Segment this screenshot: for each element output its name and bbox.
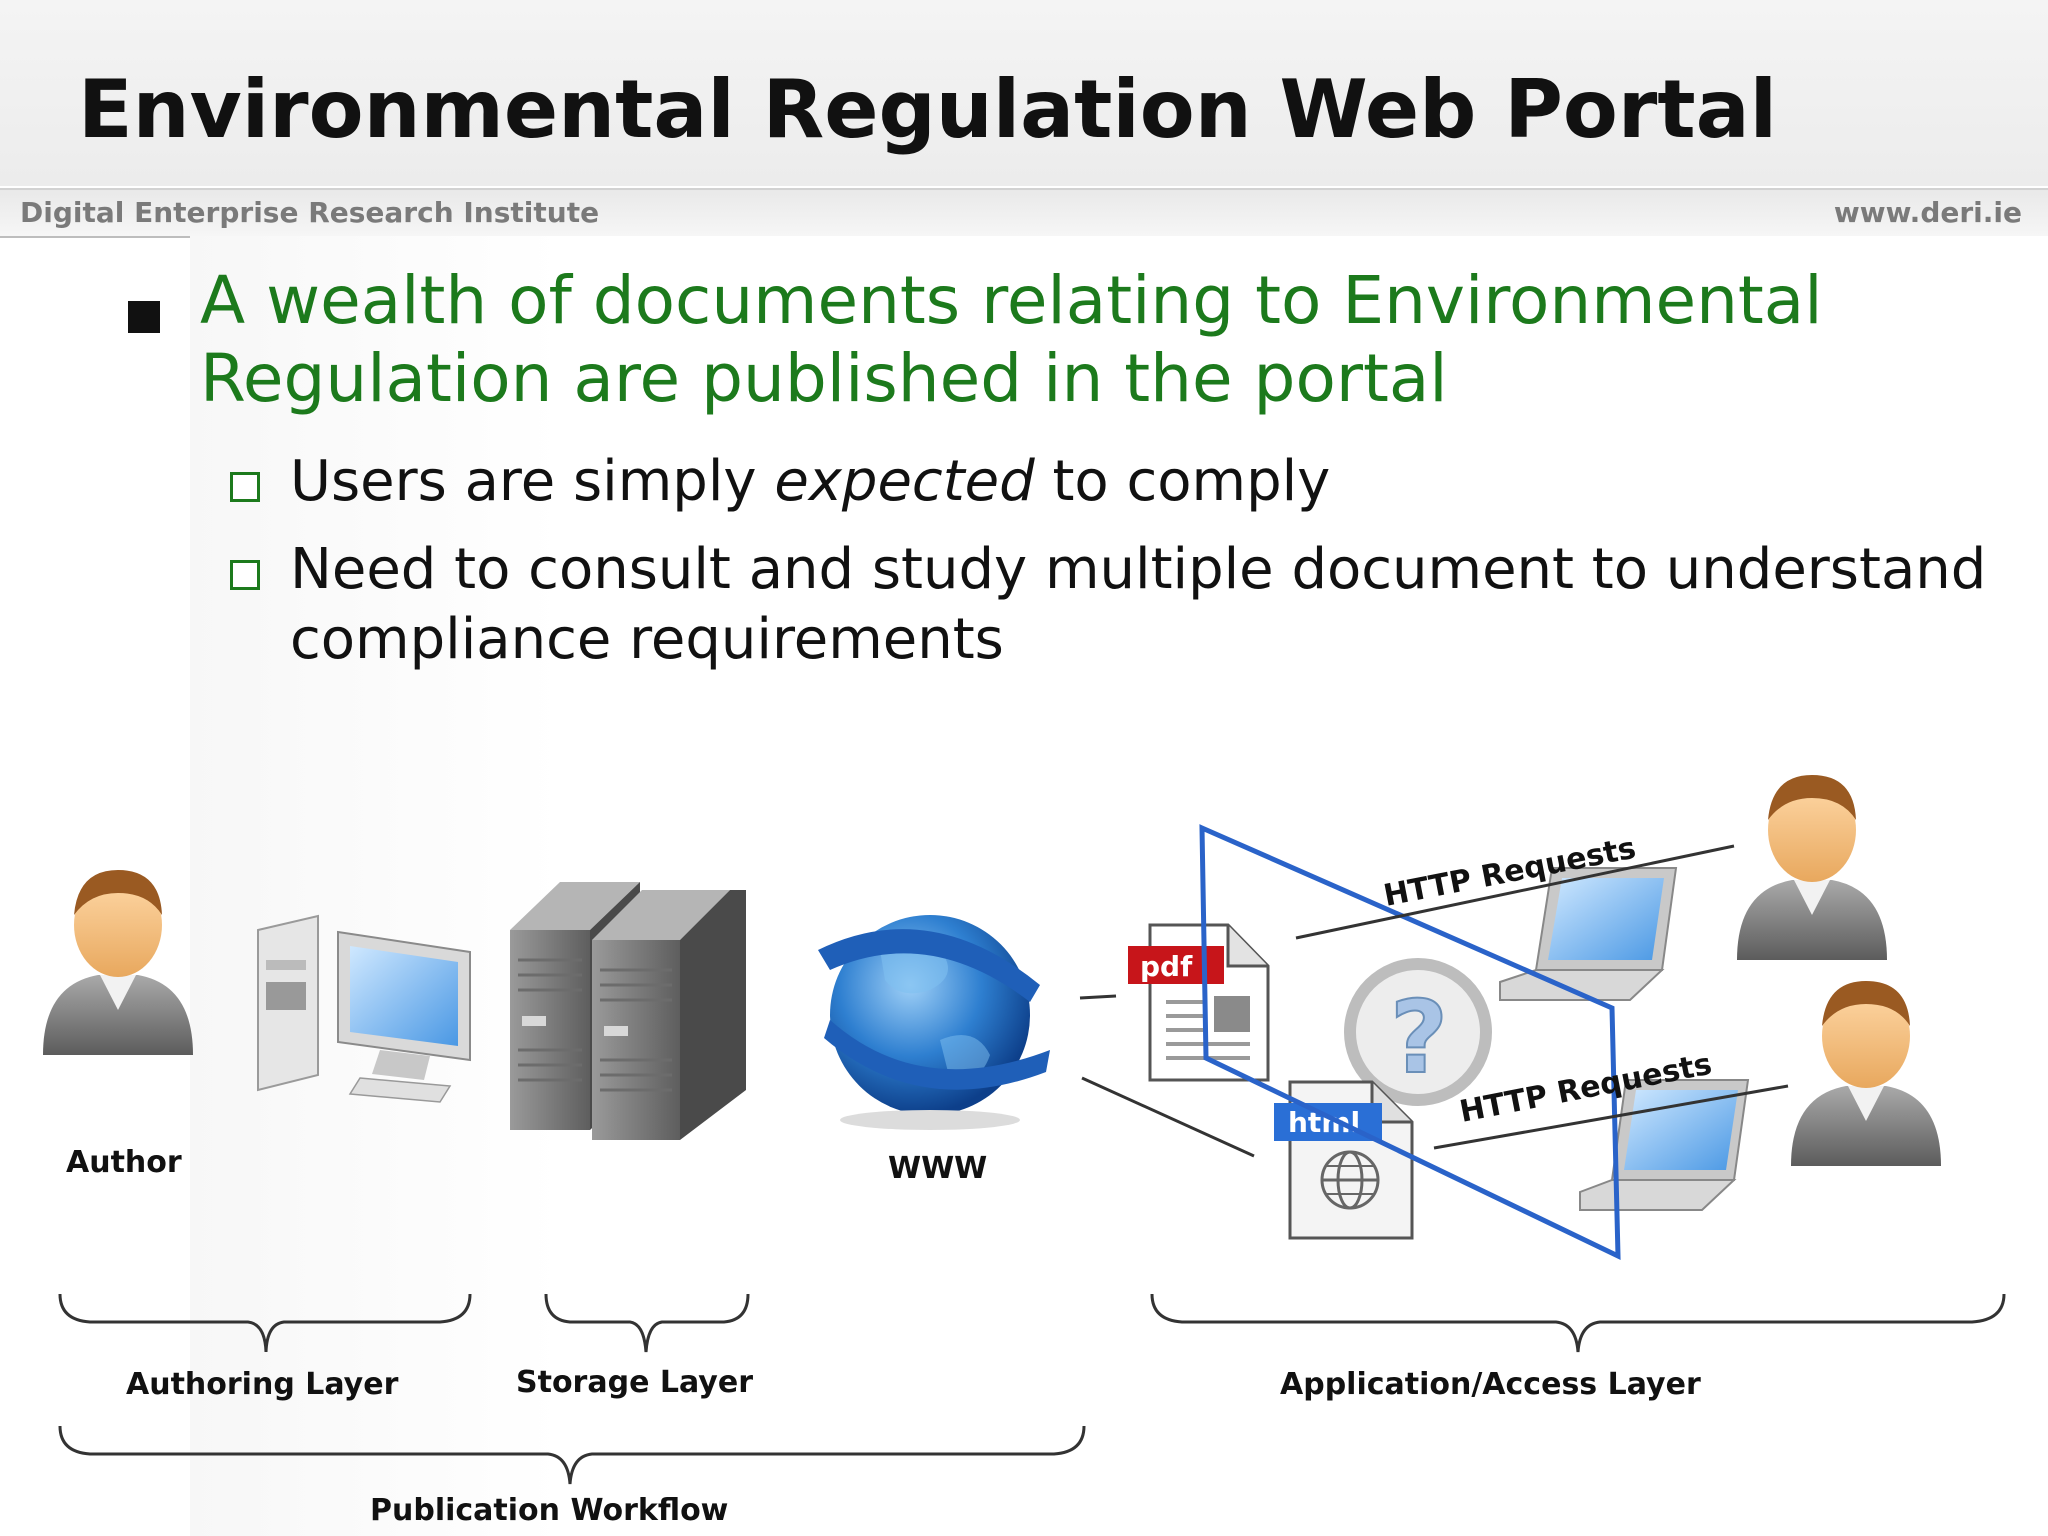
authoring-layer-label: Authoring Layer <box>126 1367 399 1402</box>
layer-brackets <box>58 1293 2006 1485</box>
storage-layer-label: Storage Layer <box>516 1365 753 1400</box>
main-bullet-line2: Regulation are published in the portal <box>200 340 1448 417</box>
hollow-square-bullet-icon <box>230 472 260 502</box>
main-bullet-text: A wealth of documents relating to Enviro… <box>200 262 1960 418</box>
question-mark-icon: ? <box>1344 958 1492 1106</box>
html-document-icon: html <box>1274 1080 1414 1240</box>
hollow-square-bullet-icon <box>230 560 260 590</box>
globe-www-icon <box>818 915 1050 1130</box>
subbullet-2: Need to consult and study multiple docum… <box>290 535 1986 675</box>
pdf-tag: pdf <box>1140 950 1193 983</box>
publication-workflow-label: Publication Workflow <box>370 1493 728 1528</box>
portal-plane <box>1199 824 1621 1261</box>
bullet-square-icon <box>128 301 160 333</box>
http-request-lines <box>1295 844 1789 1150</box>
website-url: www.deri.ie <box>1833 196 2022 229</box>
institute-name: Digital Enterprise Research Institute <box>20 196 600 229</box>
content-background <box>190 236 2048 1536</box>
user-person-icon-bottom <box>1791 981 1941 1166</box>
subbullet-1-after: to comply <box>1034 449 1331 514</box>
pdf-document-icon: pdf <box>1128 923 1270 1082</box>
subbullet-2-line1: Need to consult and study multiple docum… <box>290 537 1987 602</box>
architecture-diagram: Author WWW <box>43 775 2006 1528</box>
header-subbar: Digital Enterprise Research Institute ww… <box>0 188 2048 238</box>
page-title: Environmental Regulation Web Portal <box>78 63 1777 156</box>
subbullet-2-line2: compliance requirements <box>290 607 1004 672</box>
www-label: WWW <box>888 1151 987 1186</box>
author-label: Author <box>66 1145 182 1180</box>
html-tag: html <box>1288 1106 1360 1139</box>
user-person-icon-top <box>1737 775 1887 960</box>
subbullet-1: Users are simply expected to comply <box>290 447 1330 517</box>
laptop-icon-top <box>1499 867 1678 1001</box>
connector-lines <box>1079 994 1255 1158</box>
desktop-computer-icon <box>257 914 471 1103</box>
main-bullet-line1: A wealth of documents relating to Enviro… <box>200 262 1823 339</box>
svg-text:?: ? <box>1390 979 1448 1096</box>
subbullet-1-before: Users are simply <box>290 449 775 514</box>
author-person-icon <box>43 870 193 1055</box>
subbullet-1-emphasis: expected <box>774 449 1035 514</box>
title-bar: Environmental Regulation Web Portal <box>0 0 2048 186</box>
server-rack-icon <box>510 882 746 1140</box>
application-layer-label: Application/Access Layer <box>1280 1367 1701 1402</box>
